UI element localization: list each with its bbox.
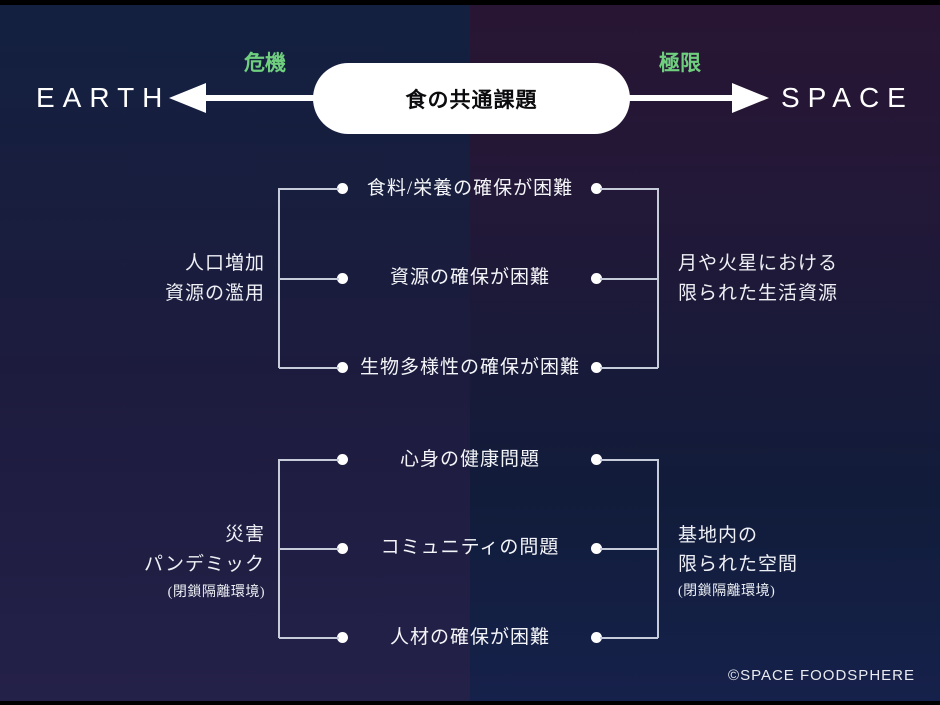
connector-line — [279, 278, 339, 280]
left-arrow-shaft — [200, 95, 317, 101]
connector-bracket — [278, 188, 280, 368]
connector-line — [279, 548, 339, 550]
challenge-item: コミュニティの問題 — [380, 537, 560, 558]
connector-dot — [337, 632, 348, 643]
space-label: SPACE — [781, 82, 914, 113]
earth-cause-note: (閉鎖隔離環境) — [167, 585, 265, 600]
connector-dot — [591, 454, 602, 465]
space-cause-label: 月や火星における 限られた生活資源 — [678, 249, 878, 309]
connector-line — [600, 548, 658, 550]
space-cause-line: 限られた生活資源 — [678, 283, 839, 304]
connector-dot — [591, 273, 602, 284]
right-arrow-icon — [732, 83, 769, 113]
crisis-caption: 危機 — [244, 51, 286, 75]
earth-label: EARTH — [36, 82, 171, 113]
earth-cause-label: 人口増加 資源の濫用 — [100, 249, 265, 309]
connector-bracket — [657, 188, 659, 368]
connector-line — [600, 459, 658, 461]
connector-line — [279, 188, 339, 190]
earth-cause-line: パンデミック — [144, 554, 265, 575]
earth-cause-line: 資源の濫用 — [164, 283, 265, 304]
connector-dot — [337, 362, 348, 373]
connector-bracket — [657, 459, 659, 638]
space-cause-line: 基地内の — [678, 525, 759, 546]
connector-dot — [591, 543, 602, 554]
connector-bracket — [278, 459, 280, 638]
challenge-item: 心身の健康問題 — [399, 449, 540, 470]
left-arrow-icon — [169, 83, 206, 113]
bottom-letterbox-bar — [0, 701, 940, 705]
extreme-caption: 極限 — [659, 51, 701, 75]
top-letterbox-bar — [0, 0, 940, 5]
earth-cause-line: 人口増加 — [184, 253, 265, 274]
center-topic-pill: 食の共通課題 — [313, 63, 630, 134]
challenge-item: 人材の確保が困難 — [389, 627, 550, 648]
connector-line — [600, 367, 658, 369]
connector-dot — [591, 362, 602, 373]
earth-cause-label: 災害 パンデミック (閉鎖隔離環境) — [100, 520, 265, 606]
space-cause-line: 月や火星における — [678, 253, 839, 274]
space-cause-note: (閉鎖隔離環境) — [678, 584, 776, 599]
right-arrow-shaft — [624, 95, 736, 101]
connector-line — [279, 637, 339, 639]
connector-dot — [337, 454, 348, 465]
space-cause-label: 基地内の 限られた空間 (閉鎖隔離環境) — [678, 521, 878, 605]
center-topic-title: 食の共通課題 — [405, 87, 538, 112]
earth-cause-line: 災害 — [224, 524, 265, 545]
connector-line — [600, 278, 658, 280]
connector-dot — [591, 183, 602, 194]
connector-dot — [337, 273, 348, 284]
challenge-item: 資源の確保が困難 — [389, 267, 550, 288]
connector-dot — [337, 183, 348, 194]
connector-line — [279, 367, 339, 369]
challenge-item: 食料/栄養の確保が困難 — [366, 178, 574, 199]
connector-line — [279, 459, 339, 461]
connector-dot — [591, 632, 602, 643]
space-cause-line: 限られた空間 — [678, 554, 799, 575]
connector-line — [600, 637, 658, 639]
challenge-item: 生物多様性の確保が困難 — [359, 357, 580, 378]
copyright-credit: ©SPACE FOODSPHERE — [728, 667, 915, 684]
connector-line — [600, 188, 658, 190]
connector-dot — [337, 543, 348, 554]
